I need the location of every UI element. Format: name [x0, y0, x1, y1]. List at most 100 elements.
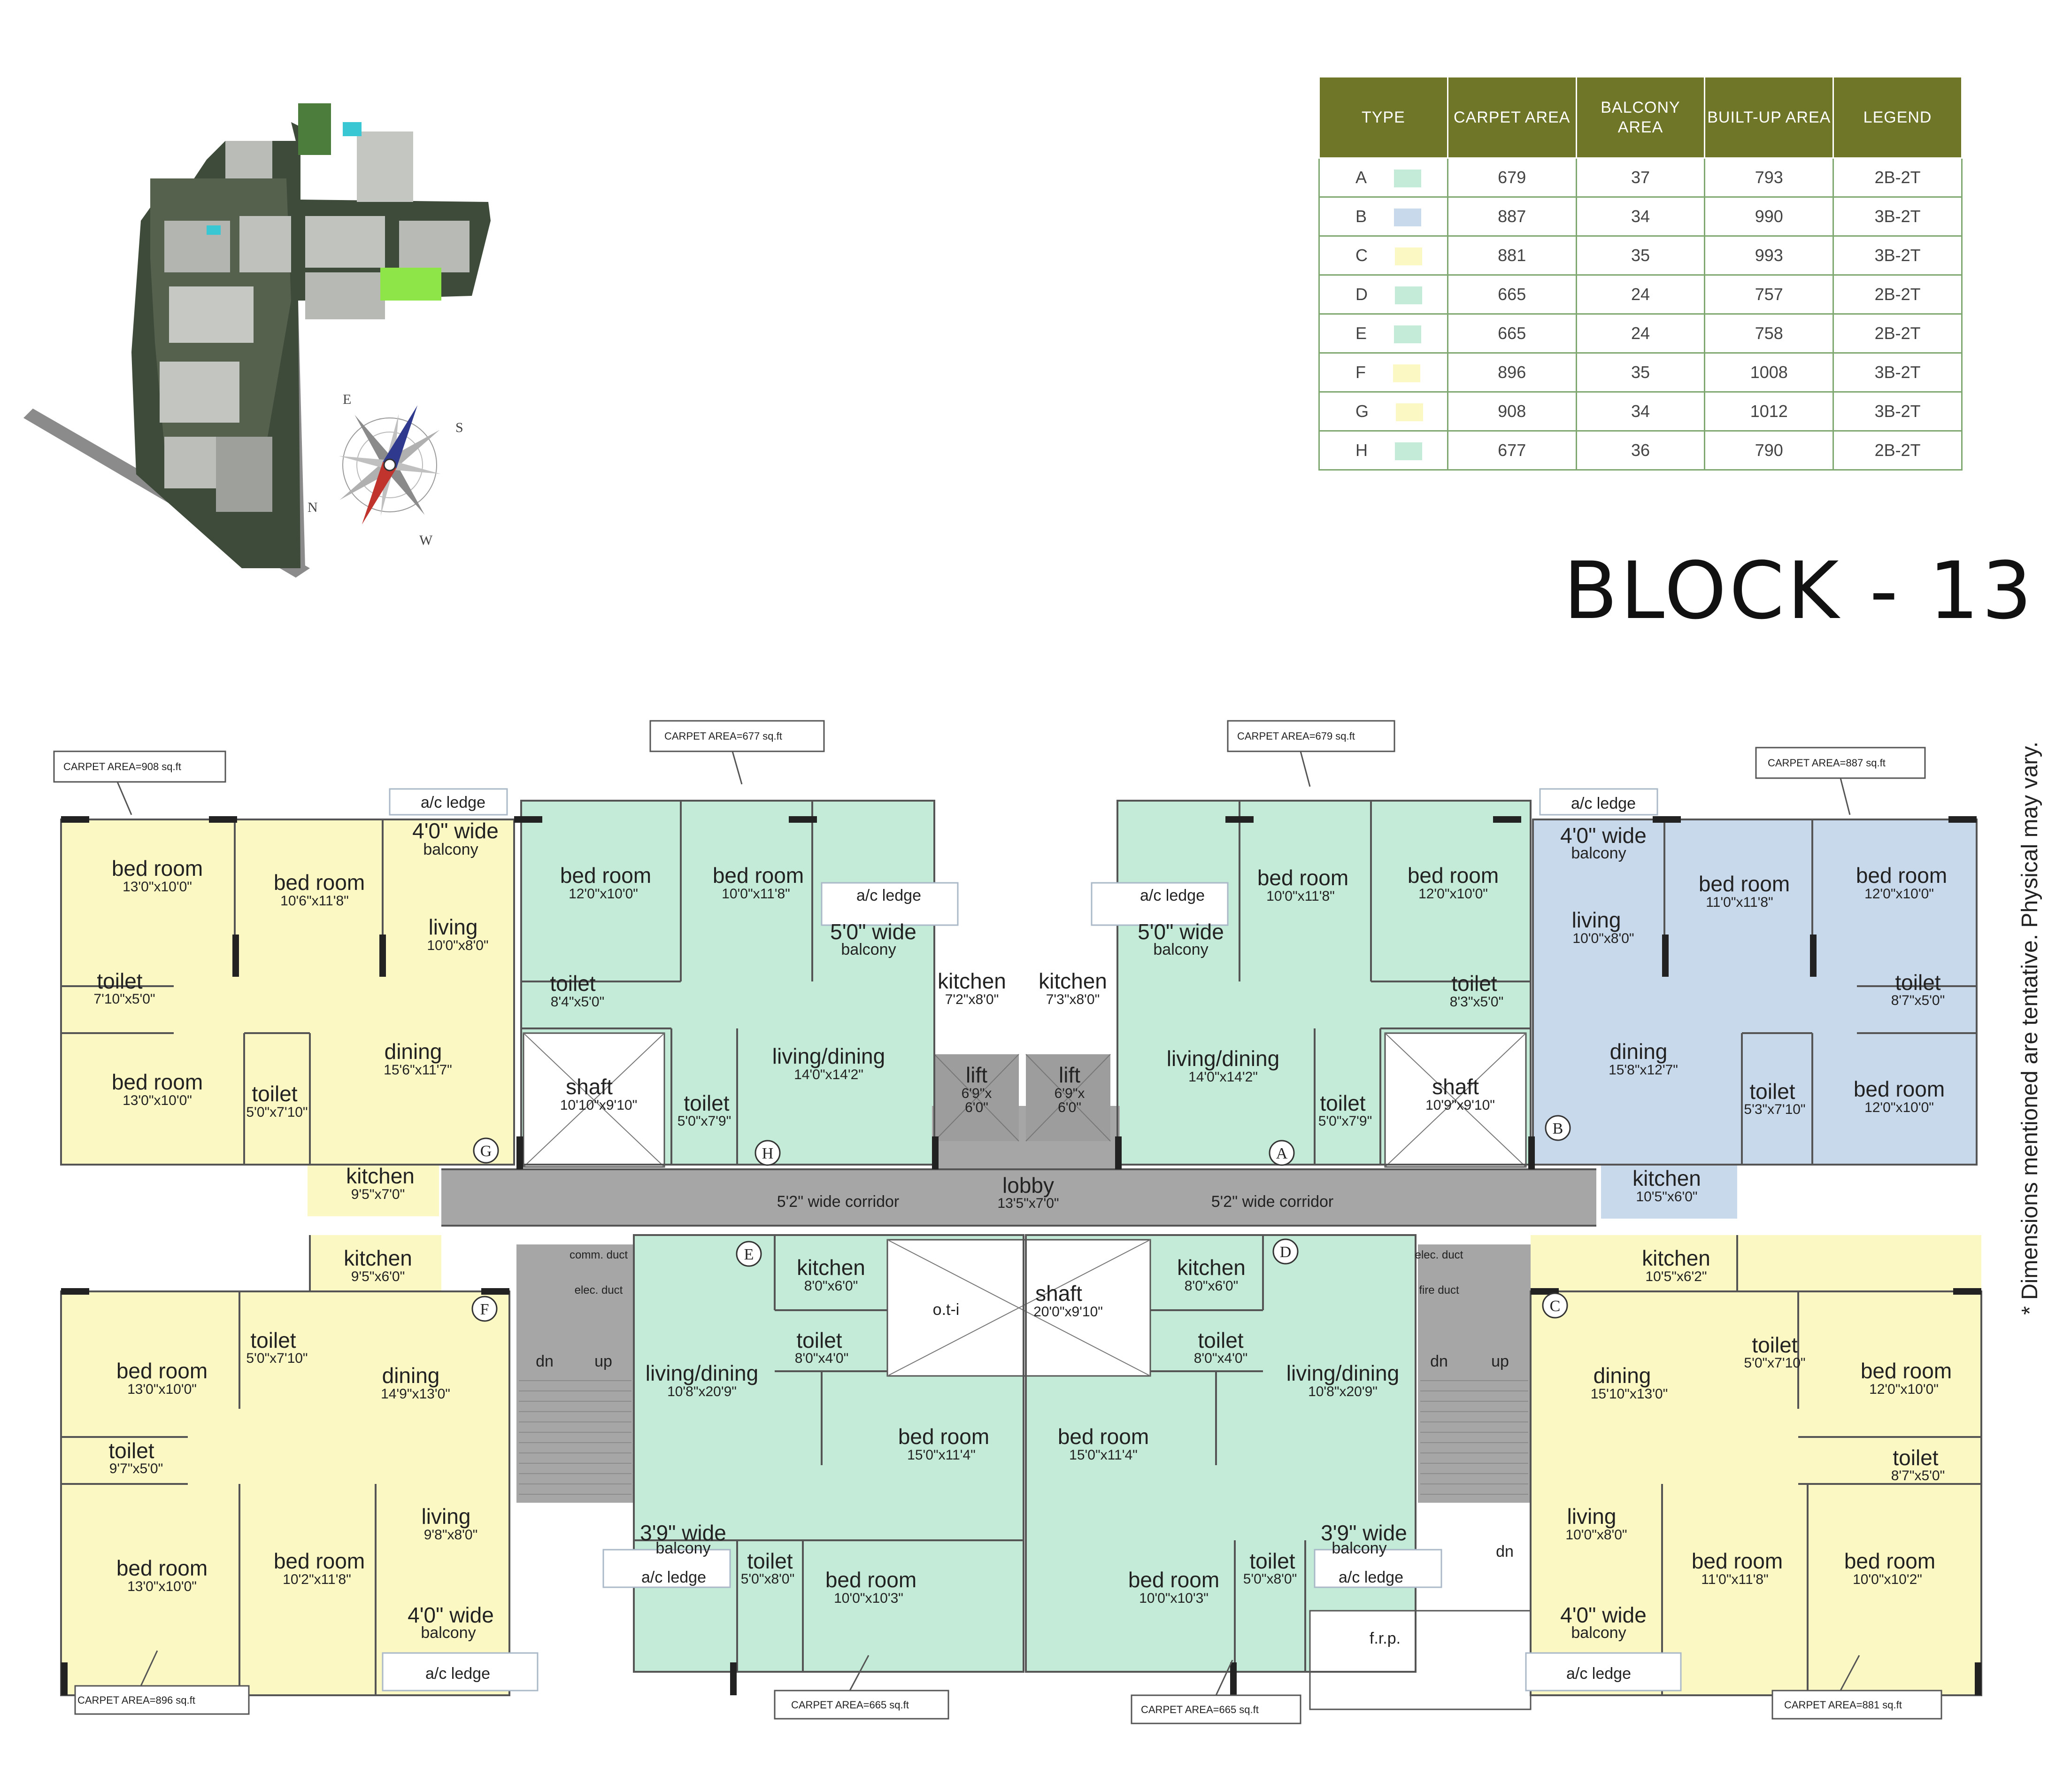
f-toilet1-name: toilet [250, 1328, 296, 1352]
cell-builtup: 1008 [1704, 352, 1834, 393]
unit-f-kitchen-area [310, 1235, 441, 1291]
b-balcony-wide: 4'0" wide [1560, 823, 1647, 848]
h-bed2-name: bed room [713, 863, 804, 888]
site-pool [343, 122, 362, 136]
cell-carpet-text: 896 [1498, 363, 1526, 382]
cell-legend: 3B-2T [1832, 352, 1963, 393]
d-toilet1-dim: 8'0"x4'0" [1194, 1351, 1248, 1366]
carpet-label-texts: CARPET AREA=908 sq.ft CARPET AREA=677 sq… [63, 730, 1902, 1715]
stair-left-area [516, 1244, 634, 1503]
e-toilet2-name: toilet [747, 1549, 793, 1573]
e-bed2-name: bed room [825, 1568, 916, 1592]
c-ac-ledge: a/c ledge [1566, 1665, 1631, 1683]
elec-duct-left-label: elec. duct [575, 1284, 623, 1297]
c-toilet1-dim: 5'0"x7'10" [1744, 1355, 1805, 1371]
header-balcony-area: BALCONY AREA [1575, 76, 1706, 159]
h-bed1-name: bed room [560, 863, 651, 888]
cell-carpet-text: 881 [1498, 246, 1526, 265]
cell-legend: 2B-2T [1832, 430, 1963, 471]
e-toilet1-dim: 8'0"x4'0" [795, 1351, 849, 1366]
g-toilet1-name: toilet [97, 969, 142, 993]
a-ac-ledge: a/c ledge [1140, 887, 1205, 904]
site-building [305, 272, 385, 319]
cell-legend-text: 2B-2T [1874, 168, 1921, 187]
h-kitchen-dim: 7'2"x8'0" [945, 992, 999, 1007]
cell-carpet-text: 665 [1498, 285, 1526, 304]
cell-legend-text: 3B-2T [1874, 246, 1921, 265]
cell-type-text: D [1355, 284, 1368, 304]
cell-balcony: 36 [1575, 430, 1706, 471]
comm-duct-label: comm. duct [570, 1249, 628, 1261]
unit-badge-letters: G H A B F E D C [480, 1120, 1563, 1318]
e-toilet2-dim: 5'0"x8'0" [741, 1571, 795, 1587]
f-toilet2-name: toilet [108, 1438, 154, 1463]
e-ac-ledge: a/c ledge [641, 1568, 706, 1586]
unit-f-area [61, 1291, 509, 1695]
cell-legend: 2B-2T [1832, 274, 1963, 315]
site-building [399, 221, 470, 272]
cell-type-text: B [1355, 206, 1367, 226]
cell-legend-text: 2B-2T [1874, 440, 1921, 460]
e-kitchen-dim: 8'0"x6'0" [804, 1278, 858, 1294]
h-shaft-name: shaft [566, 1074, 613, 1099]
cell-balcony: 24 [1575, 274, 1706, 315]
c-bed1-dim: 12'0"x10'0" [1869, 1382, 1939, 1397]
floor-plan: CARPET AREA=908 sq.ft CARPET AREA=677 sq… [53, 720, 1982, 1724]
cell-legend-text: 3B-2T [1874, 207, 1921, 226]
cell-type-text: G [1355, 401, 1369, 421]
f-bed3-dim: 10'2"x11'8" [283, 1572, 351, 1587]
h-kitchen-name: kitchen [938, 969, 1006, 993]
g-living-dim: 10'0"x8'0" [427, 938, 488, 953]
h-toilet2-dim: 5'0"x7'9" [678, 1113, 731, 1129]
b-bed1-dim: 11'0"x11'8" [1706, 895, 1773, 910]
cell-builtup-text: 993 [1755, 246, 1783, 265]
g-kitchen-dim: 9'5"x7'0" [351, 1187, 405, 1202]
b-dining-name: dining [1610, 1039, 1668, 1064]
g-balcony-wide: 4'0" wide [412, 819, 499, 843]
legend-color-swatch [1394, 209, 1422, 227]
carpet-label-c: CARPET AREA=881 sq.ft [1784, 1699, 1902, 1711]
d-balcony-wide: 3'9" wide [1321, 1521, 1407, 1545]
a-shaft-dim: 10'9"x9'10" [1425, 1097, 1495, 1113]
c-toilet1-name: toilet [1752, 1333, 1797, 1357]
unit-g-letter: G [480, 1143, 492, 1160]
block-title: BLOCK - 13 [1563, 545, 2035, 637]
g-bed2-name: bed room [274, 870, 365, 895]
b-living-dim: 10'0"x8'0" [1572, 931, 1634, 946]
h-balcony-label: balcony [841, 941, 896, 958]
unit-d-letter: D [1280, 1244, 1292, 1261]
cell-carpet: 679 [1447, 157, 1577, 198]
cell-builtup-text: 790 [1755, 440, 1783, 460]
stair-right-dn: dn [1430, 1352, 1448, 1370]
unit-c-area [1531, 1235, 1981, 1695]
e-toilet1-name: toilet [796, 1328, 842, 1352]
b-dining-dim: 15'8"x12'7" [1609, 1062, 1678, 1078]
cell-carpet: 908 [1447, 391, 1577, 432]
d-living-dim: 10'8"x20'9" [1308, 1384, 1378, 1399]
cell-builtup: 793 [1704, 157, 1834, 198]
unit-b-area [1533, 819, 1977, 1165]
a-bed2-dim: 12'0"x10'0" [1418, 886, 1488, 902]
legend-color-swatch [1393, 364, 1420, 383]
cell-type: G [1318, 391, 1448, 432]
c-bed1-name: bed room [1861, 1359, 1952, 1383]
h-living-name: living/dining [772, 1044, 885, 1068]
b-toilet2-dim: 5'3"x7'10" [1744, 1102, 1805, 1117]
e-kitchen-name: kitchen [797, 1255, 865, 1280]
cell-type: B [1318, 196, 1448, 237]
d-bed2-name: bed room [1128, 1568, 1219, 1592]
carpet-label-b: CARPET AREA=887 sq.ft [1768, 757, 1886, 769]
cell-builtup: 757 [1704, 274, 1834, 315]
stair-treads [519, 1380, 1528, 1495]
c-kitchen-dim: 10'5"x6'2" [1645, 1269, 1707, 1284]
site-building [160, 362, 239, 423]
b-living-name: living [1572, 908, 1621, 932]
b-bed2-dim: 12'0"x10'0" [1864, 886, 1934, 902]
compass-s-label: S [455, 420, 463, 435]
b-toilet2-name: toilet [1749, 1079, 1795, 1104]
unit-g-area [61, 819, 514, 1165]
d-kitchen-name: kitchen [1177, 1255, 1246, 1280]
cell-type: E [1318, 313, 1448, 354]
